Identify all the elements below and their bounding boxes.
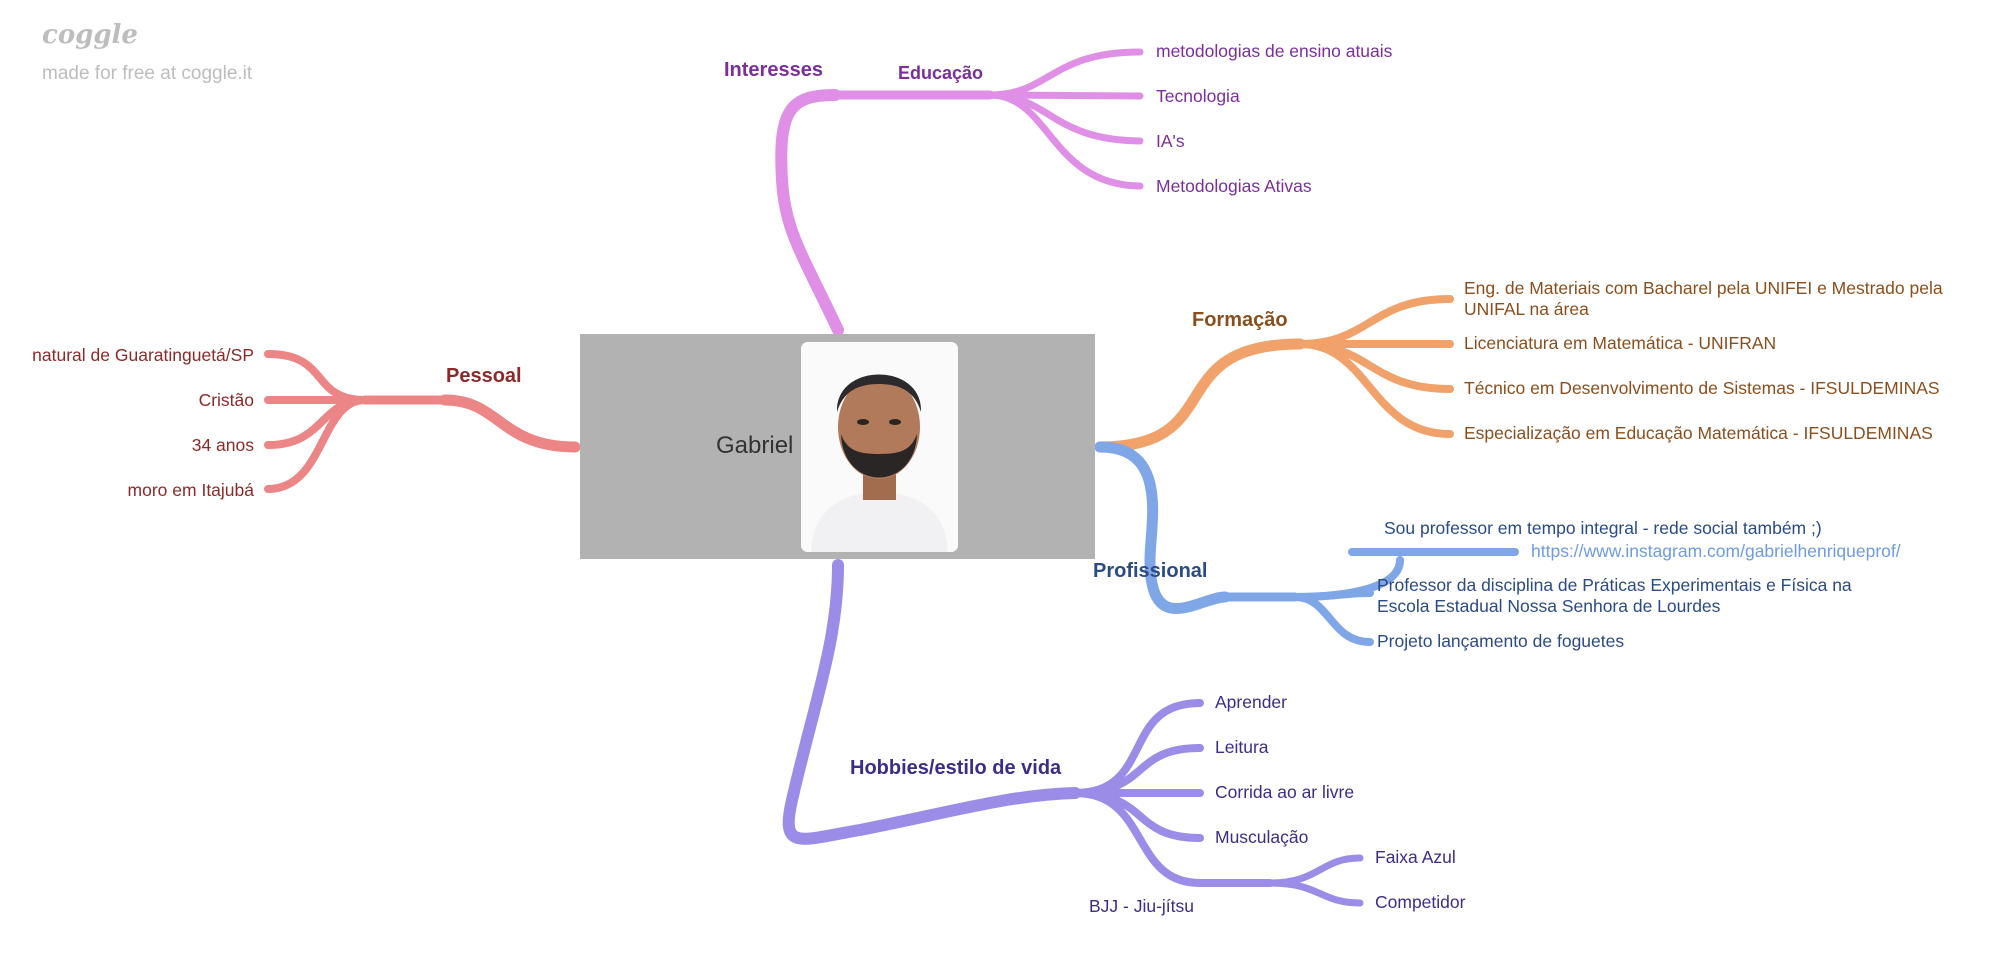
hobby-item[interactable]: Musculação (1215, 827, 1309, 847)
hobbies-branch (782, 559, 1364, 907)
profissional-integral[interactable]: Sou professor em tempo integral - rede s… (1384, 518, 1822, 538)
pessoal-item[interactable]: natural de Guaratinguetá/SP (32, 345, 254, 365)
pessoal-item[interactable]: moro em Itajubá (127, 480, 254, 500)
pessoal-branch (264, 350, 581, 493)
pessoal-item[interactable]: Cristão (198, 390, 254, 410)
profissional-branch (1094, 441, 1519, 646)
profissional-item[interactable]: Professor da disciplina de Práticas Expe… (1377, 575, 1852, 616)
center-node-label: Gabriel (716, 432, 794, 459)
hobby-item[interactable]: Corrida ao ar livre (1215, 782, 1355, 802)
formacao-item[interactable]: Especialização em Educação Matemática - … (1464, 423, 1933, 443)
educacao-item[interactable]: IA's (1156, 131, 1185, 151)
formacao-label[interactable]: Formação (1192, 309, 1288, 331)
person-portrait-icon (801, 342, 958, 552)
coggle-tagline: made for free at coggle.it (42, 63, 253, 84)
profissional-item[interactable]: Projeto lançamento de foguetes (1377, 631, 1625, 651)
educacao-item[interactable]: metodologias de ensino atuais (1156, 41, 1393, 61)
bjj-item[interactable]: Competidor (1375, 892, 1466, 912)
educacao-label[interactable]: Educação (898, 63, 984, 83)
interesses-label[interactable]: Interesses (724, 59, 823, 81)
formacao-branch (1094, 295, 1454, 453)
hobbies-label[interactable]: Hobbies/estilo de vida (850, 757, 1062, 779)
educacao-item[interactable]: Metodologias Ativas (1156, 176, 1312, 196)
coggle-logo: coggle (42, 20, 138, 50)
hobby-item[interactable]: Leitura (1215, 737, 1269, 757)
educacao-item[interactable]: Tecnologia (1156, 86, 1240, 106)
bjj-label[interactable]: BJJ - Jiu-jítsu (1089, 896, 1195, 916)
pessoal-label[interactable]: Pessoal (446, 365, 522, 387)
profile-photo (801, 342, 958, 552)
hobby-item[interactable]: Aprender (1215, 692, 1287, 712)
interesses-branch (775, 48, 1144, 336)
formacao-item[interactable]: Técnico em Desenvolvimento de Sistemas -… (1464, 378, 1940, 398)
pessoal-item[interactable]: 34 anos (191, 435, 254, 455)
bjj-item[interactable]: Faixa Azul (1375, 847, 1456, 867)
profissional-label[interactable]: Profissional (1093, 560, 1208, 582)
formacao-item[interactable]: Eng. de Materiais com Bacharel pela UNIF… (1464, 278, 1943, 319)
formacao-item[interactable]: Licenciatura em Matemática - UNIFRAN (1464, 333, 1777, 353)
instagram-link[interactable]: https://www.instagram.com/gabrielhenriqu… (1531, 541, 1901, 561)
